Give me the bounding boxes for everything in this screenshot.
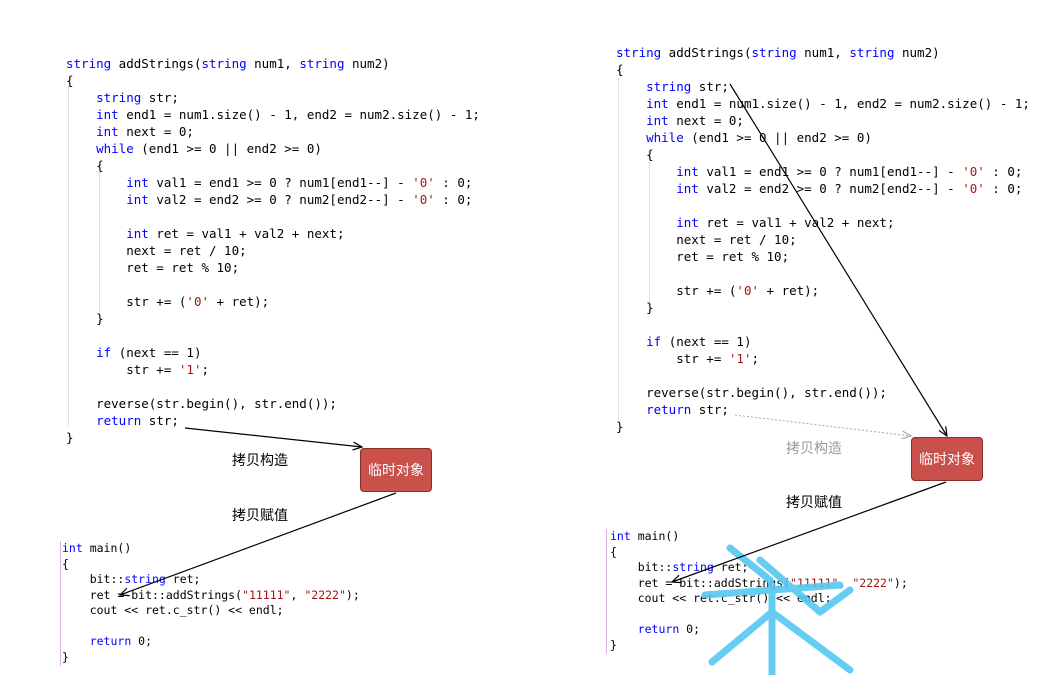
code-line: reverse(str.begin(), str.end()); [616, 385, 887, 400]
code-line: int ret = val1 + val2 + next; [126, 226, 345, 241]
temp-object-label: 临时对象 [919, 452, 975, 468]
copy-assign-arrow [120, 492, 397, 595]
code-line: } [66, 311, 104, 326]
right-function-code: string addStrings(string num1, string nu… [616, 44, 1030, 435]
code-line: bit::string ret; [62, 572, 201, 586]
code-line: int val2 = end2 >= 0 ? num2[end2--] - '0… [676, 181, 1023, 196]
code-line: return str; [646, 402, 729, 417]
code-line: string str; [646, 79, 729, 94]
left-function-code: string addStrings(string num1, string nu… [66, 55, 480, 446]
code-line: next = ret / 10; [66, 243, 247, 258]
code-line: { [610, 544, 617, 559]
code-line: { [616, 62, 624, 77]
copy-construct-arrow [184, 427, 362, 447]
temp-object-box: 临时对象 [360, 448, 432, 492]
code-line: int val2 = end2 >= 0 ? num2[end2--] - '0… [126, 192, 473, 207]
move-construct-arrow [729, 83, 947, 436]
code-line: { [66, 158, 104, 173]
code-line: int main() [610, 529, 680, 543]
code-bracket [60, 541, 61, 666]
left-main-code: int main(){ bit::string ret; ret = bit::… [62, 541, 360, 665]
copy-assign-label: 拷贝赋值 [786, 495, 842, 511]
code-line: next = ret / 10; [616, 232, 797, 247]
code-line: int ret = val1 + val2 + next; [676, 215, 895, 230]
indent-guide [649, 162, 650, 304]
code-line: int val1 = end1 >= 0 ? num1[end1--] - '0… [676, 164, 1023, 179]
code-line: } [610, 637, 617, 652]
code-line: while (end1 >= 0 || end2 >= 0) [646, 130, 872, 145]
code-line: int next = 0; [646, 113, 744, 128]
code-line: int end1 = num1.size() - 1, end2 = num2.… [646, 96, 1030, 111]
code-line: str += ('0' + ret); [616, 283, 820, 298]
code-line: str += '1'; [616, 351, 759, 366]
copy-assign-label: 拷贝赋值 [232, 508, 288, 524]
indent-guide [68, 86, 69, 426]
code-line: return str; [96, 413, 179, 428]
code-line: while (end1 >= 0 || end2 >= 0) [96, 141, 322, 156]
code-line: } [62, 649, 69, 664]
code-line: } [616, 419, 624, 434]
code-line: cout << ret.c_str() << endl; [62, 603, 284, 617]
watermark [701, 544, 854, 675]
indent-guide [618, 78, 619, 420]
copy-construct-label: 拷贝构造 [786, 441, 842, 457]
code-line: { [66, 73, 74, 88]
temp-object-label: 临时对象 [368, 463, 424, 479]
code-line: int main() [62, 541, 132, 555]
code-line: return 0; [637, 622, 701, 636]
code-line: } [616, 300, 654, 315]
copy-construct-label: 拷贝构造 [232, 453, 288, 469]
code-line: string addStrings(string num1, string nu… [66, 56, 390, 71]
code-line: string addStrings(string num1, string nu… [616, 45, 940, 60]
code-line: reverse(str.begin(), str.end()); [66, 396, 337, 411]
code-line: string str; [96, 90, 179, 105]
copy-construct-arrow-faded [734, 414, 911, 436]
code-line: if (next == 1) [646, 334, 752, 349]
code-line: if (next == 1) [96, 345, 202, 360]
code-line: ret = ret % 10; [66, 260, 240, 275]
code-line: { [616, 147, 654, 162]
code-line: ret = bit::addStrings("11111", "2222"); [62, 587, 360, 602]
temp-object-box: 临时对象 [911, 437, 983, 481]
code-line: int val1 = end1 >= 0 ? num1[end1--] - '0… [126, 175, 473, 190]
code-line: str += ('0' + ret); [66, 294, 270, 309]
copy-assign-arrow [672, 481, 947, 582]
code-line: ret = ret % 10; [616, 249, 790, 264]
code-line: } [66, 430, 74, 445]
code-line: return 0; [89, 634, 153, 648]
code-bracket [606, 529, 607, 654]
code-line: int end1 = num1.size() - 1, end2 = num2.… [96, 107, 480, 122]
code-line: str += '1'; [66, 362, 209, 377]
code-line: int next = 0; [96, 124, 194, 139]
code-line: { [62, 556, 69, 571]
indent-guide [99, 172, 100, 314]
